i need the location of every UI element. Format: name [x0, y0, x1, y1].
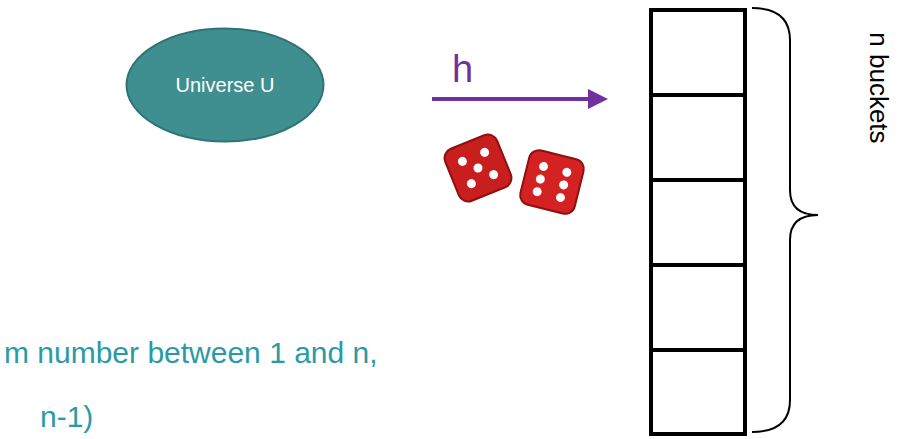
die	[442, 132, 515, 205]
brace	[752, 8, 818, 432]
node-text: Universe U	[176, 74, 275, 97]
hash-arrow	[432, 97, 604, 101]
note-text: m number between 1 and n,	[4, 336, 378, 371]
die	[518, 148, 586, 216]
hash-function-label: h	[452, 48, 473, 92]
universe-ellipse: Universe U	[125, 27, 325, 143]
bucket-count-label: n buckets	[863, 32, 893, 143]
note-text: n-1)	[40, 400, 93, 435]
bucket-column	[651, 10, 745, 434]
